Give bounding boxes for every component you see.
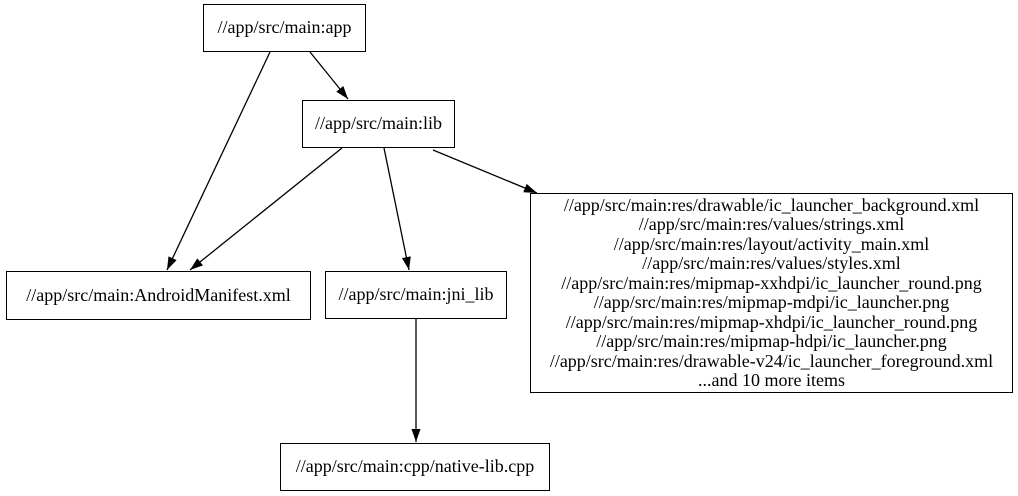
node-label: //app/src/main:app (217, 17, 352, 38)
edge-app-to-android-manifest (166, 51, 271, 271)
edge-lib-to-android-manifest (189, 147, 343, 271)
graph-node-lib: //app/src/main:lib (302, 100, 455, 148)
graph-node-jni-lib: //app/src/main:jni_lib (325, 271, 507, 319)
node-label: //app/src/main:res/values/strings.xml (638, 214, 905, 234)
edge-lib-to-res-files (432, 149, 538, 194)
graph-node-app: //app/src/main:app (203, 4, 366, 52)
node-label: //app/src/main:res/drawable-v24/ic_launc… (549, 350, 994, 371)
node-label: //app/src/main:lib (315, 113, 442, 134)
node-label: //app/src/main:res/values/styles.xml (642, 253, 901, 273)
node-label: //app/src/main:jni_lib (338, 284, 494, 305)
node-label: //app/src/main:res/drawable/ic_launcher_… (563, 194, 980, 215)
node-label: //app/src/main:res/layout/activity_main.… (613, 233, 930, 254)
edge-app-to-lib (309, 51, 349, 100)
node-label: //app/src/main:res/mipmap-xxhdpi/ic_laun… (561, 272, 982, 293)
node-label: //app/src/main:res/mipmap-hdpi/ic_launch… (596, 331, 947, 351)
node-label: //app/src/main:res/mipmap-mdpi/ic_launch… (593, 292, 950, 312)
graph-node-native-lib: //app/src/main:cpp/native-lib.cpp (280, 443, 550, 491)
node-label: //app/src/main:cpp/native-lib.cpp (295, 456, 535, 477)
edge-lib-to-jni-lib (383, 147, 411, 271)
graph-node-res-files: //app/src/main:res/drawable/ic_launcher_… (530, 193, 1013, 393)
node-label: ...and 10 more items (698, 370, 845, 390)
graph-node-android-manifest: //app/src/main:AndroidManifest.xml (6, 271, 311, 320)
node-label: //app/src/main:AndroidManifest.xml (26, 284, 291, 305)
node-label: //app/src/main:res/mipmap-xhdpi/ic_launc… (565, 311, 978, 332)
edges (166, 51, 538, 442)
